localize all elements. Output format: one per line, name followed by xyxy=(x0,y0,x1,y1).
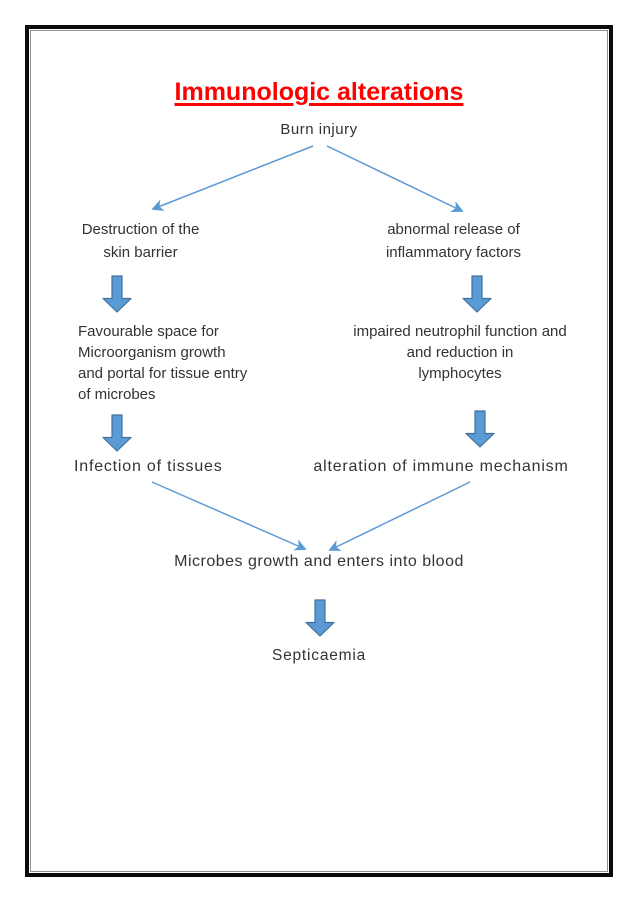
down-arrow-icon xyxy=(462,275,492,313)
down-arrow-icon xyxy=(465,410,495,448)
node-destruction-skin-barrier: Destruction of the skin barrier xyxy=(81,221,200,261)
node-infection-of-tissues: Infection of tissues xyxy=(74,458,223,475)
node-impaired-neutrophil: impaired neutrophil function and and red… xyxy=(353,323,567,382)
down-arrow-shape xyxy=(102,275,132,313)
down-arrow-shape xyxy=(465,410,495,448)
down-arrow-icon xyxy=(102,414,132,452)
node-microbes-growth: Microbes growth and enters into blood xyxy=(174,553,464,570)
page-title-text: Immunologic alterations xyxy=(174,78,464,106)
down-arrow-shape xyxy=(102,414,132,452)
down-arrow-shape xyxy=(462,275,492,313)
node-alteration-immune-mechanism: alteration of immune mechanism xyxy=(313,458,569,475)
node-favourable-space: Favourable space for Microorganism growt… xyxy=(78,323,248,403)
page-border-frame xyxy=(25,25,613,877)
node-burn-injury: Burn injury xyxy=(280,121,358,138)
node-septicaemia: Septicaemia xyxy=(271,647,367,664)
page-border-inner-line xyxy=(30,30,608,872)
down-arrow-icon xyxy=(102,275,132,313)
page-title: Immunologic alterations xyxy=(0,78,638,107)
node-abnormal-release: abnormal release of inflammatory factors xyxy=(385,221,522,261)
down-arrow-shape xyxy=(305,599,335,637)
down-arrow-icon xyxy=(305,599,335,637)
